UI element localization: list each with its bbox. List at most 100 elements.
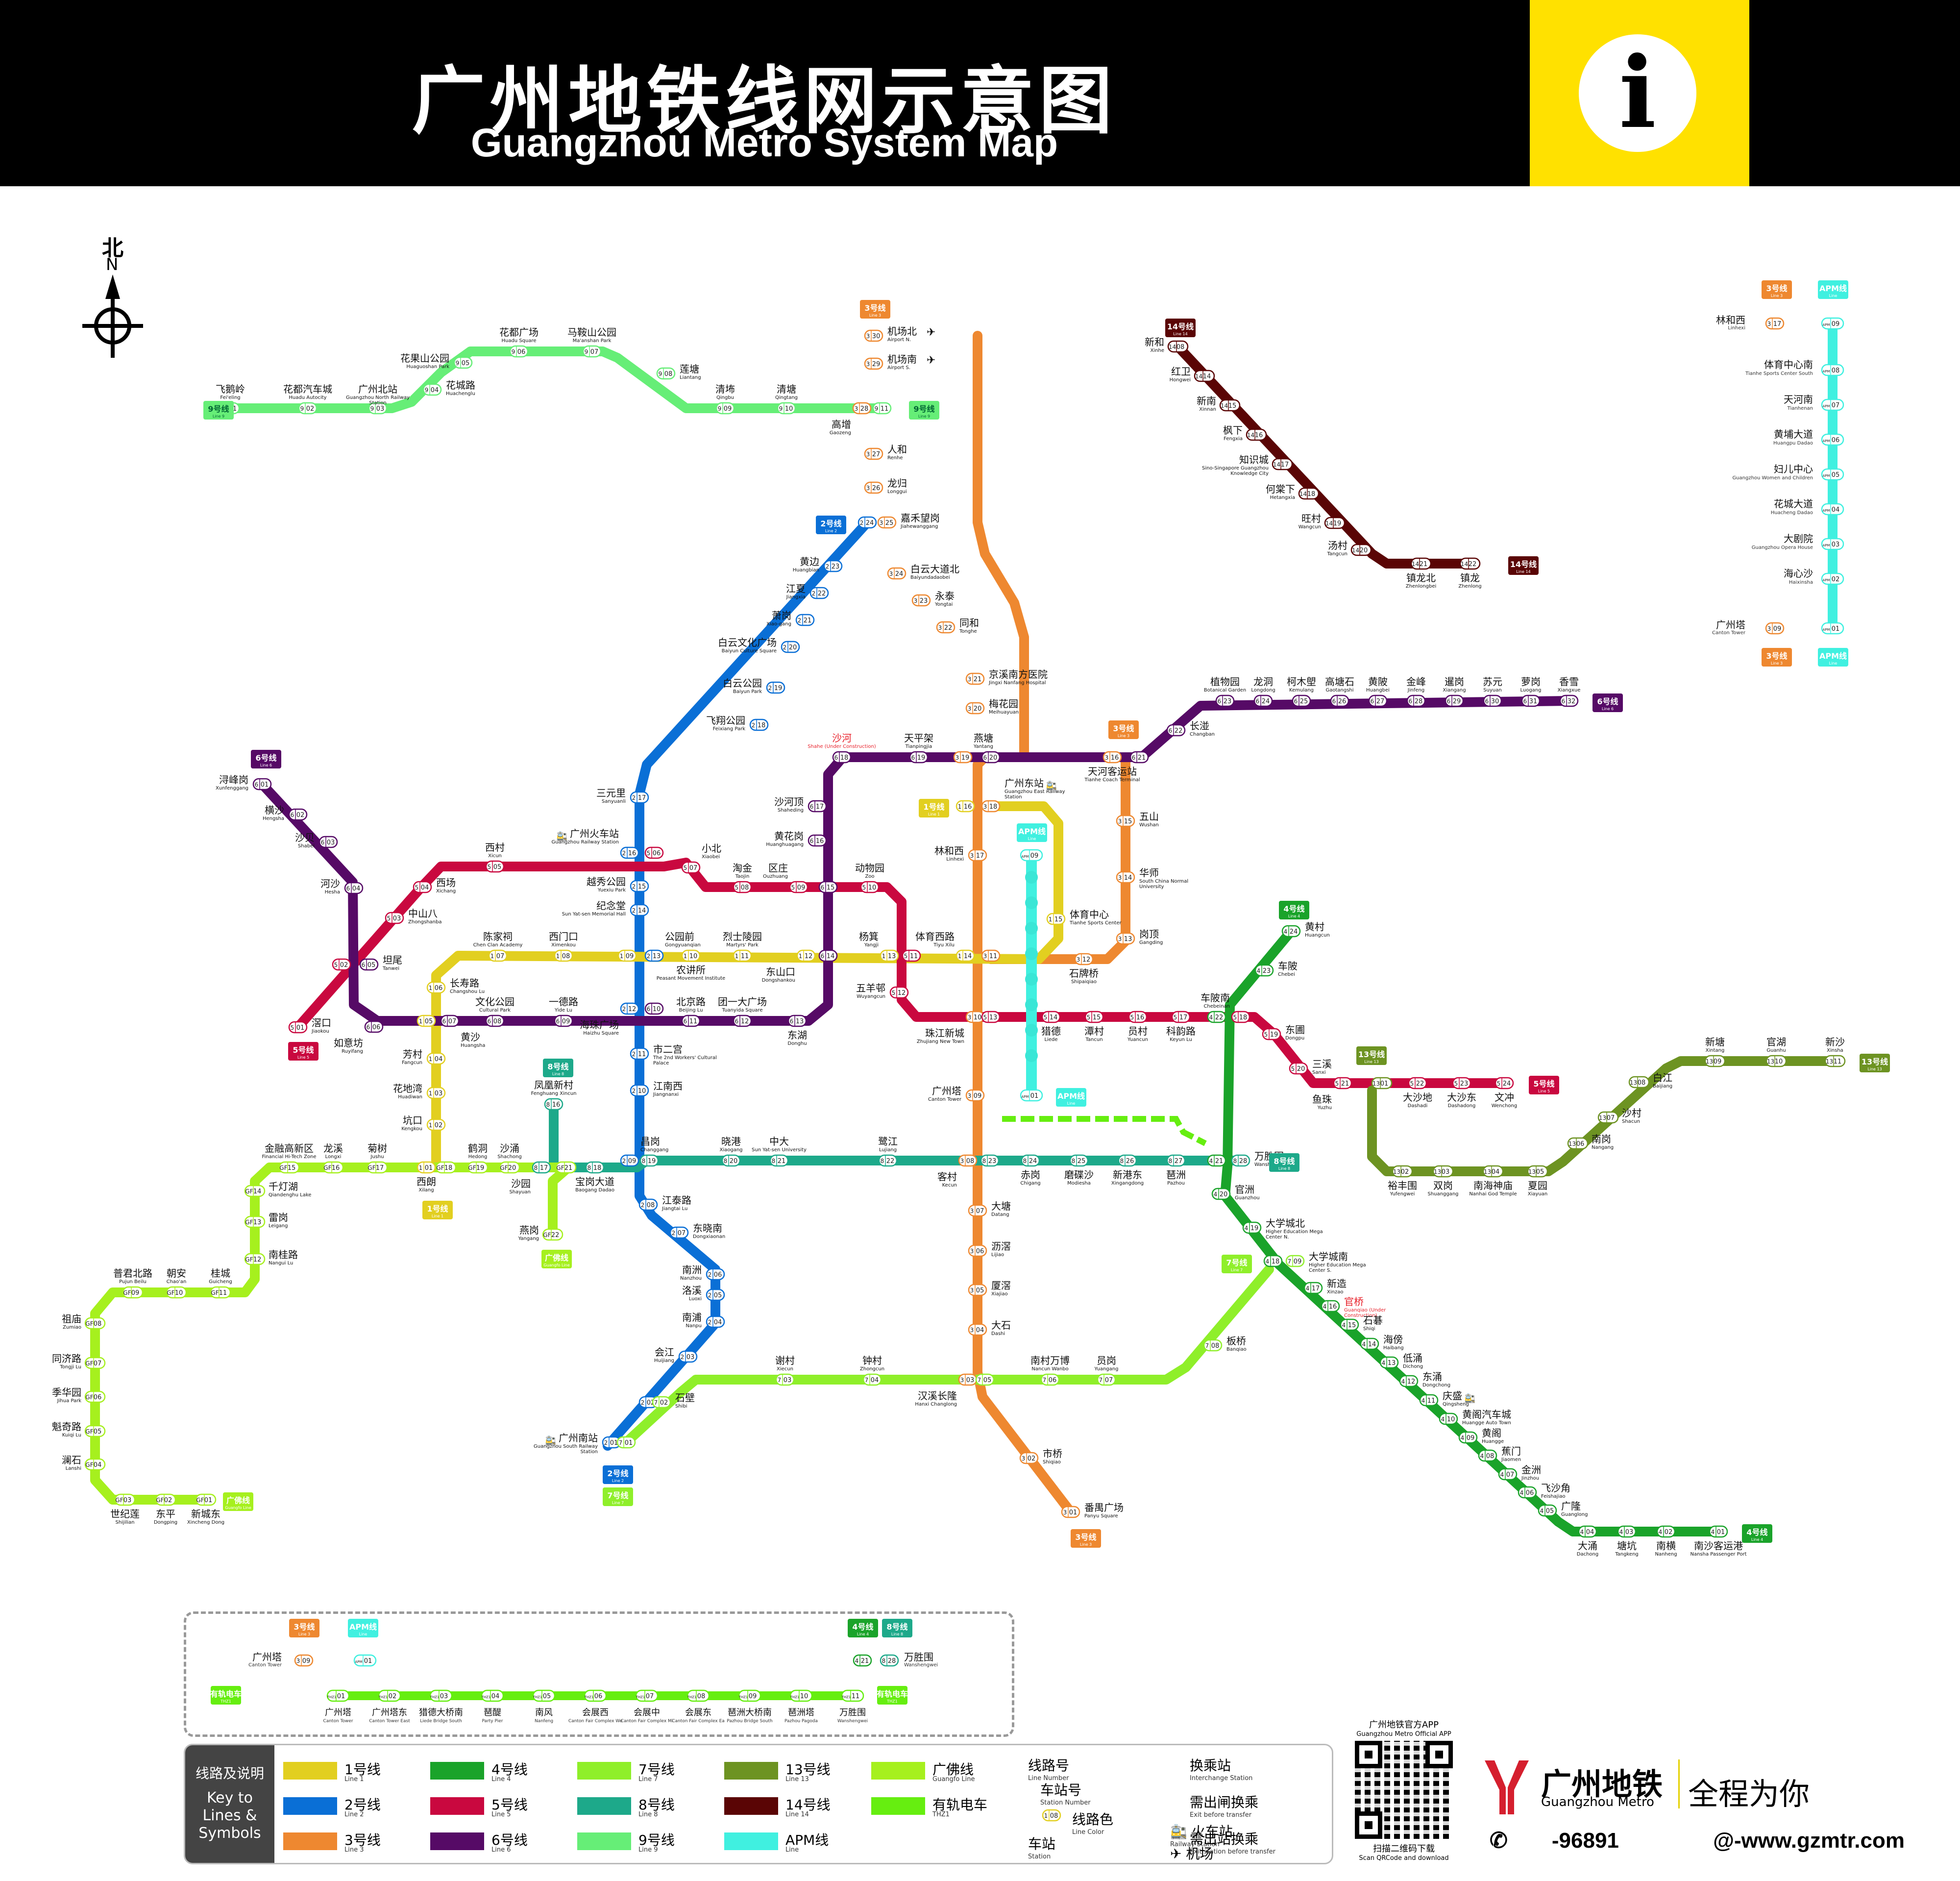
website-link[interactable]: @-www.gzmtr.com <box>1713 1829 1905 1853</box>
